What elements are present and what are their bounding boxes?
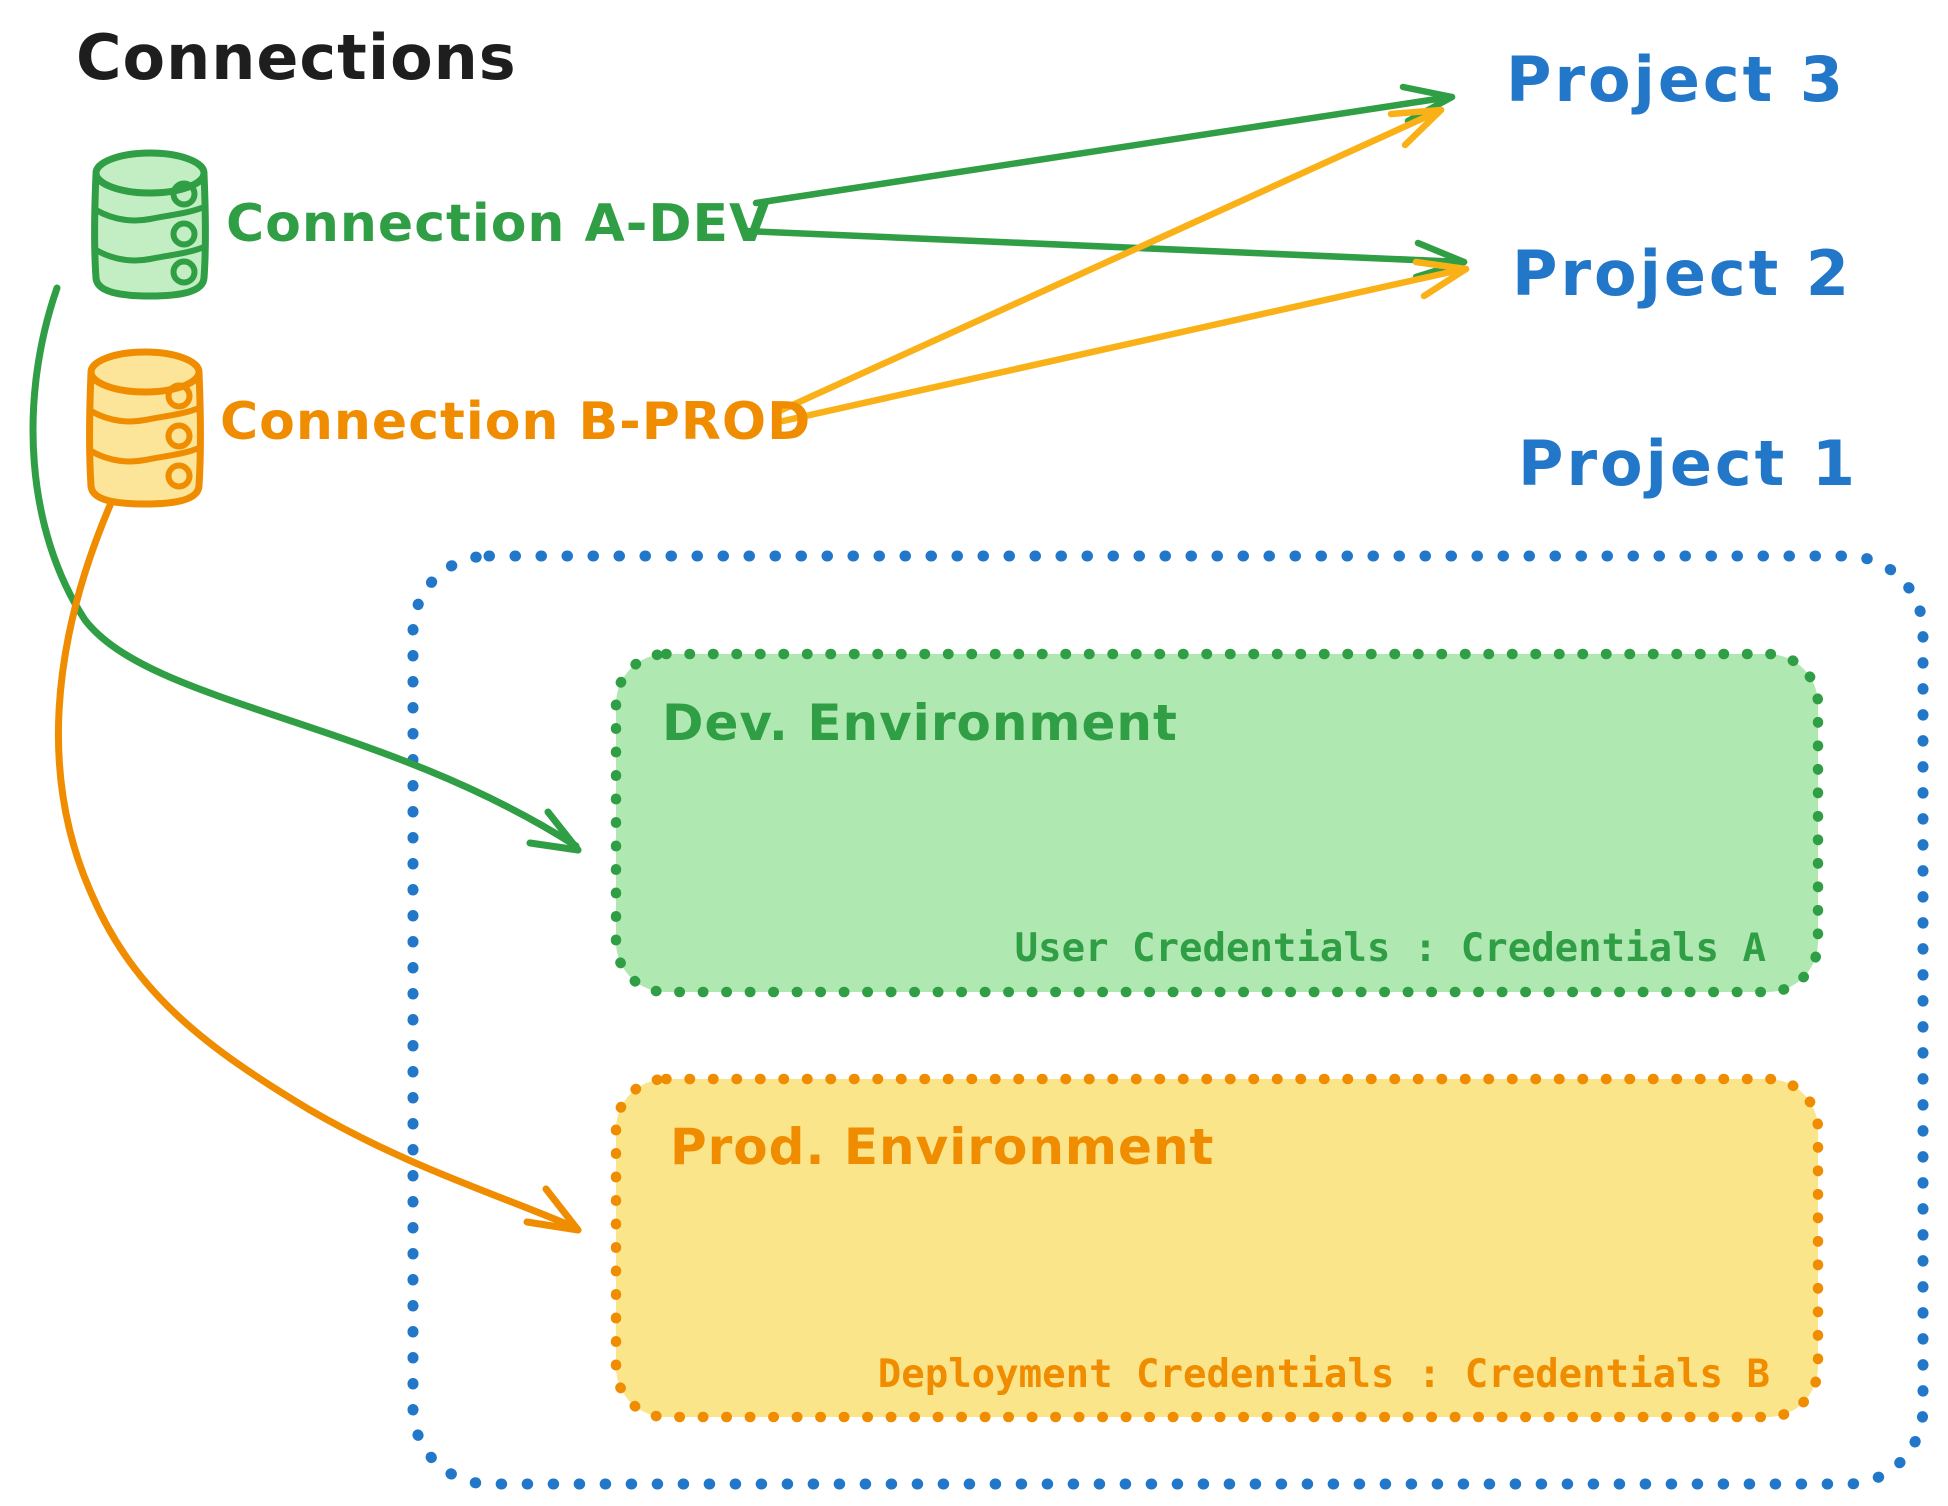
connection-b-prod-label: Connection B-PROD [220, 392, 812, 452]
edge-bprod-project3 [771, 106, 1445, 417]
connection-a-dev-label: Connection A-DEV [226, 194, 771, 254]
prod-credentials-text: Deployment Credentials : Credentials B [877, 1352, 1770, 1397]
diagram-title: Connections [76, 21, 517, 94]
dev-environment-box [610, 648, 1824, 998]
edge-adev-project2 [742, 227, 1468, 281]
dev-credentials-text: User Credentials : Credentials A [1014, 926, 1766, 971]
dev-database-icon [91, 149, 209, 300]
edge-adev-devenv [29, 284, 582, 854]
prod-database-icon [86, 348, 204, 508]
project1-box [407, 550, 1929, 1490]
prod-environment-box [610, 1073, 1824, 1423]
edge-bprod-prodenv [54, 499, 582, 1234]
project-2-label: Project 2 [1512, 237, 1853, 310]
project-3-label: Project 3 [1506, 43, 1847, 116]
prod-environment-title: Prod. Environment [670, 1118, 1215, 1176]
dev-environment-title: Dev. Environment [662, 694, 1178, 752]
edge-adev-project3 [752, 83, 1456, 207]
edge-bprod-project2 [779, 258, 1470, 425]
project-1-label: Project 1 [1518, 427, 1859, 500]
